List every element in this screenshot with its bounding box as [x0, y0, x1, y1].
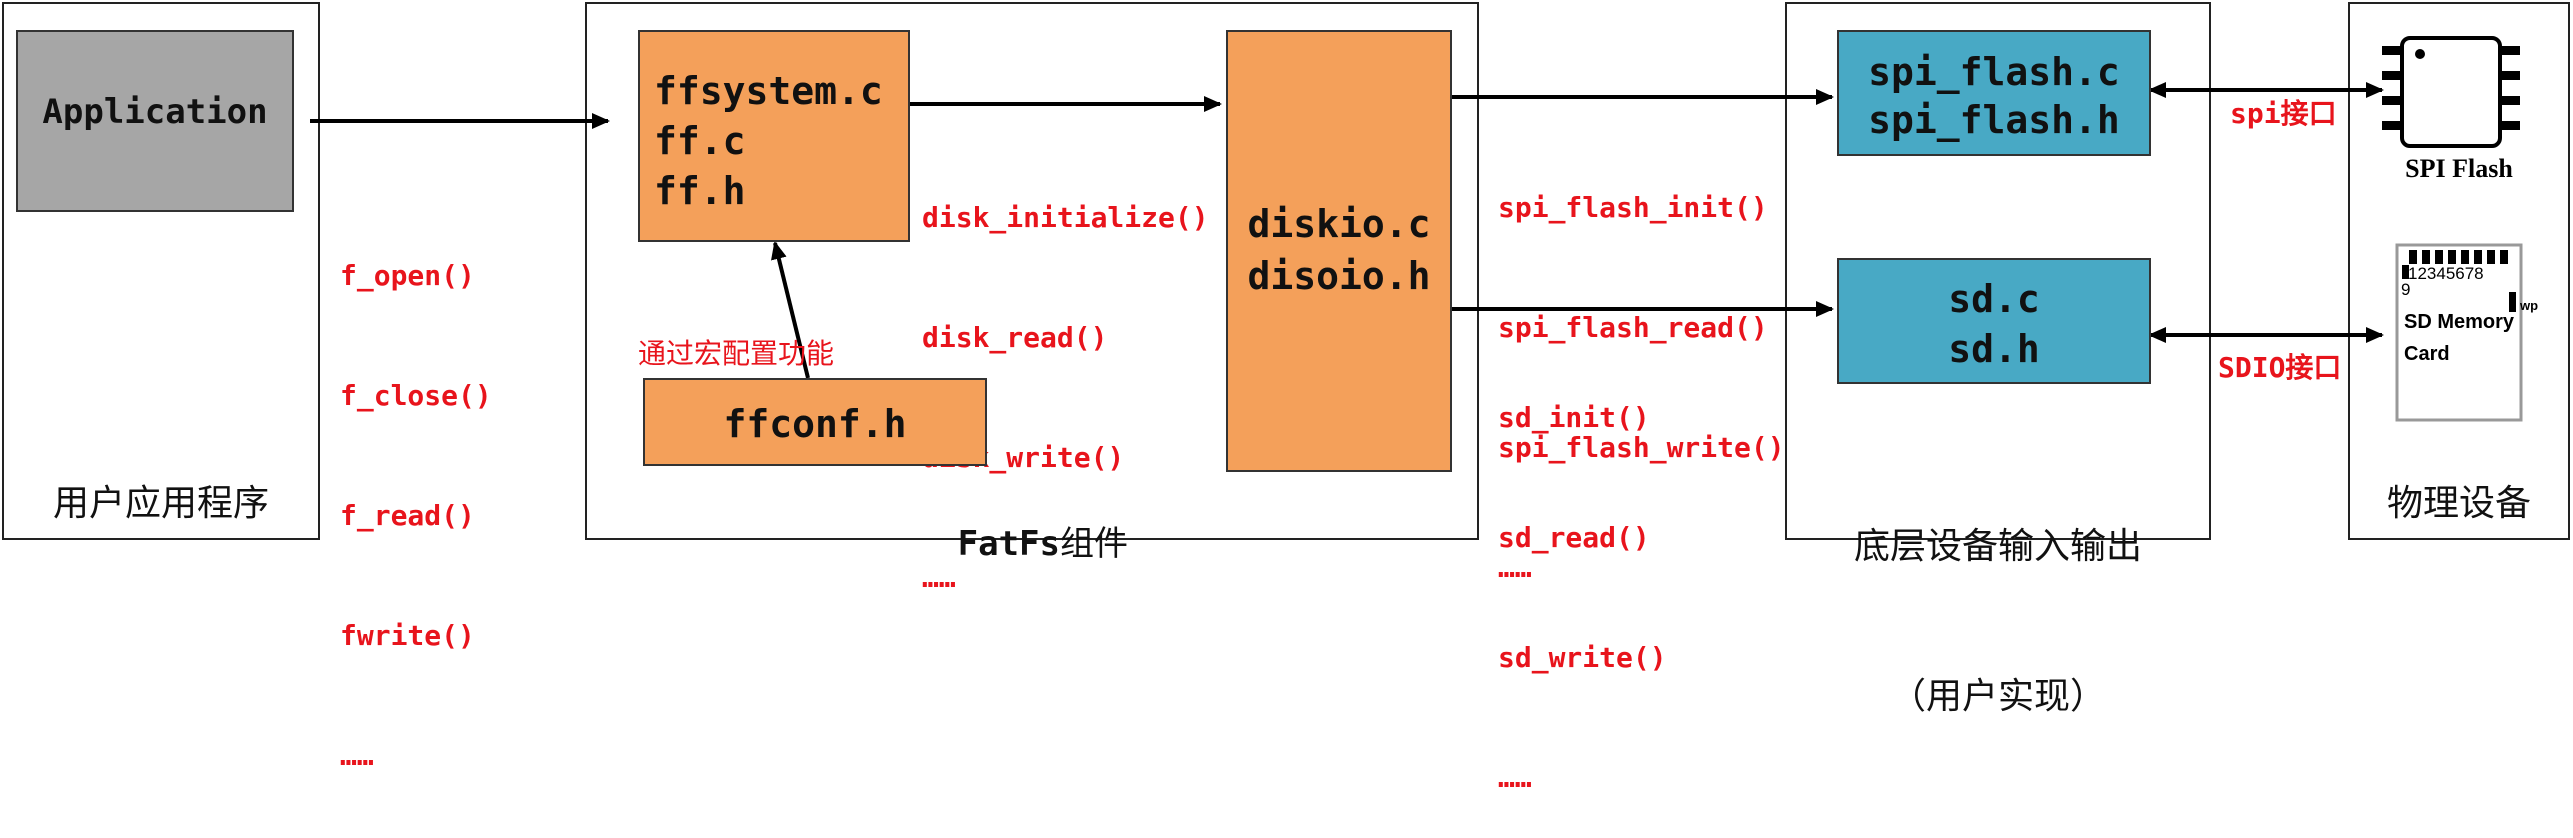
- sd-driver-box: sd.c sd.h: [1837, 258, 2151, 384]
- file-sd-c: sd.c: [1948, 277, 2040, 321]
- spi-interface-label: spi接口: [2230, 97, 2337, 130]
- fatfs-caption-name: FatFs: [957, 524, 1060, 564]
- ffconf-box: ffconf.h: [643, 378, 987, 466]
- driver-caption-line2: （用户实现）: [1889, 676, 2106, 717]
- func-f-close: f_close(): [340, 379, 492, 412]
- file-ff-h: ff.h: [654, 169, 746, 213]
- file-diskio-c: diskio.c: [1247, 202, 1431, 246]
- driver-caption-line1: 底层设备输入输出: [1853, 526, 2142, 567]
- sd-card-label: SD Memory Card: [2404, 306, 2514, 370]
- func-sd-init: sd_init(): [1498, 401, 1650, 434]
- func-sd-write: sd_write(): [1498, 641, 1667, 674]
- sd-card-pin9: 9: [2401, 280, 2411, 299]
- sd-driver-functions: sd_init() sd_read() sd_write() ……: [1498, 318, 1667, 838]
- driver-caption: 底层设备输入输出 （用户实现）: [1785, 422, 2211, 772]
- func-sd-ellipsis: ……: [1498, 761, 1532, 794]
- spi-flash-chip-label: SPI Flash: [2405, 154, 2513, 183]
- sd-card-icon: [2395, 243, 2523, 422]
- func-disk-initialize: disk_initialize(): [922, 201, 1209, 234]
- file-ff-c: ff.c: [654, 119, 746, 163]
- func-ellipsis: ……: [340, 739, 374, 772]
- sd-card-pin-numbers: 12345678: [2408, 264, 2484, 283]
- func-f-open: f_open(): [340, 259, 475, 292]
- connector-arrows: [310, 36, 2523, 422]
- application-box: Application: [16, 30, 294, 212]
- spi-flash-chip-icon: [2382, 36, 2520, 148]
- user-api-functions: f_open() f_close() f_read() fwrite() ……: [340, 176, 492, 816]
- func-spi-flash-init: spi_flash_init(): [1498, 191, 1768, 224]
- func-spi-flash-write: spi_flash_write(): [1498, 431, 1785, 464]
- sd-card-wp-label: wp: [2520, 298, 2539, 313]
- file-spi-flash-c: spi_flash.c: [1868, 50, 2120, 94]
- file-ffsystem-c: ffsystem.c: [654, 69, 883, 113]
- physical-caption: 物理设备: [2386, 483, 2531, 524]
- file-sd-h: sd.h: [1948, 327, 2040, 371]
- file-disoio-h: disoio.h: [1247, 254, 1431, 298]
- sd-card-label-line1: SD Memory: [2404, 311, 2515, 333]
- config-note: 通过宏配置功能: [638, 337, 835, 370]
- user-app-caption: 用户应用程序: [52, 483, 269, 524]
- fatfs-core-box: ffsystem.c ff.c ff.h: [638, 30, 910, 242]
- func-spi-flash-read: spi_flash_read(): [1498, 311, 1768, 344]
- fatfs-caption-suffix: 组件: [1059, 524, 1128, 564]
- arrow-conf-to-core: [771, 241, 810, 379]
- file-spi-flash-h: spi_flash.h: [1868, 98, 2120, 142]
- sd-card-label-line2: Card: [2404, 343, 2450, 365]
- file-ffconf-h: ffconf.h: [723, 402, 907, 446]
- func-disk-read: disk_read(): [922, 321, 1108, 354]
- func-sd-read: sd_read(): [1498, 521, 1650, 554]
- fatfs-caption: FatFs组件: [585, 476, 1479, 565]
- diskio-box: diskio.c disoio.h: [1226, 30, 1452, 472]
- func-f-read: f_read(): [340, 499, 475, 532]
- spi-flash-driver-box: spi_flash.c spi_flash.h: [1837, 30, 2151, 156]
- sdio-interface-label: SDIO接口: [2218, 351, 2342, 384]
- application-label: Application: [42, 92, 268, 132]
- func-fwrite: fwrite(): [340, 619, 475, 652]
